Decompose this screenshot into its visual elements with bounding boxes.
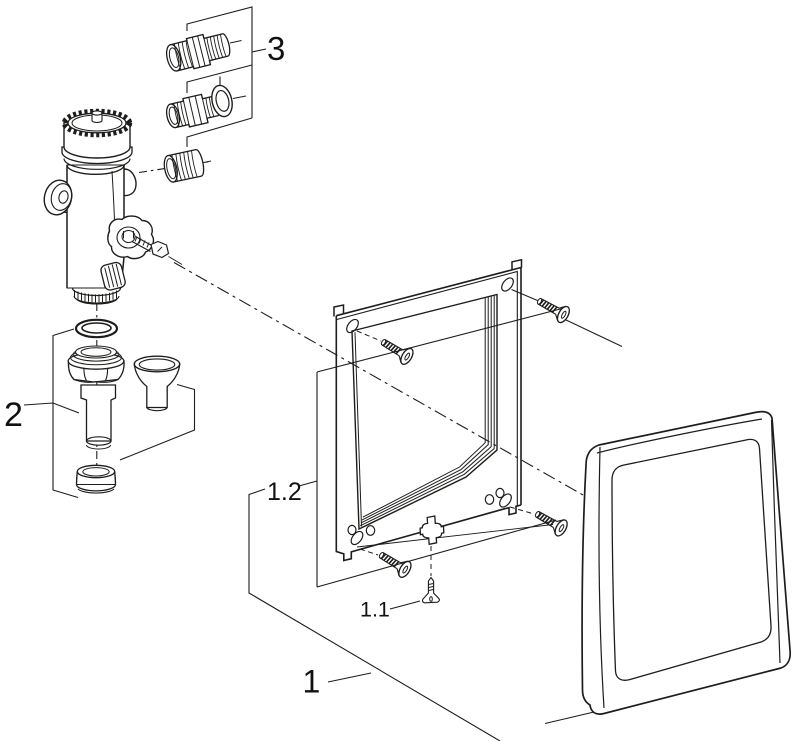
plate-left-face-line xyxy=(598,446,605,709)
flush-pipe-connection-set xyxy=(23,318,196,499)
callout-3-bracket xyxy=(186,6,267,164)
valve-outlet-threads xyxy=(71,287,122,305)
callout-1-2-tick xyxy=(298,480,318,487)
valve-side-boss xyxy=(123,168,137,197)
frame-hole-bottom-right xyxy=(484,494,495,505)
threaded-nipple xyxy=(163,149,205,183)
mounting-screw-top-right xyxy=(532,291,573,326)
mounting-screw-top-left xyxy=(376,333,417,368)
center-axis-lines xyxy=(96,160,584,496)
plate-front-inset xyxy=(611,438,772,681)
washer xyxy=(211,84,233,118)
o-ring xyxy=(74,318,119,339)
frame-slot-bottom-right xyxy=(499,493,512,508)
frame-slot-bottom-left xyxy=(350,530,364,546)
flush-valve-body xyxy=(43,108,183,305)
adapter-long xyxy=(165,33,231,72)
mounting-screw-bottom-left xyxy=(374,546,415,581)
seal-cap xyxy=(75,464,117,494)
callout-1-tick xyxy=(327,672,372,683)
main-axis-dashline xyxy=(173,262,584,496)
small-screw xyxy=(421,546,440,604)
mounting-frame xyxy=(333,258,554,562)
callout-2-bracket xyxy=(23,328,196,499)
callout-label-1-2: 1.2 xyxy=(267,478,302,506)
valve-left-port xyxy=(43,179,73,216)
frame-center-clip xyxy=(419,515,445,546)
callout-label-3: 3 xyxy=(267,30,285,67)
wall-cover-plate xyxy=(581,410,792,715)
callout-label-1: 1 xyxy=(303,664,321,700)
valve-outlet-collar xyxy=(107,215,183,265)
union-nut xyxy=(67,345,125,383)
callout-box-1 xyxy=(248,488,595,741)
plate-right-face-line xyxy=(770,419,781,664)
valve-knurled-cap xyxy=(61,108,133,138)
callout-1-1-tick xyxy=(389,600,421,610)
callout-label-2: 2 xyxy=(4,396,23,434)
frame-hole-bottom-left xyxy=(365,525,376,536)
plate-top-face-line xyxy=(596,418,763,454)
rubber-cone xyxy=(133,355,181,412)
mounting-screws xyxy=(356,289,623,581)
callout-box-1-2 xyxy=(298,306,567,588)
tailpipe xyxy=(80,384,117,450)
callout-label-1-1: 1.1 xyxy=(360,598,390,622)
frame-slot-top-right xyxy=(501,277,514,292)
frame-slot-top-left xyxy=(346,318,359,334)
adapter-short xyxy=(165,93,220,129)
adapter-set xyxy=(163,6,267,183)
valve-ribbed-pad xyxy=(100,261,126,291)
